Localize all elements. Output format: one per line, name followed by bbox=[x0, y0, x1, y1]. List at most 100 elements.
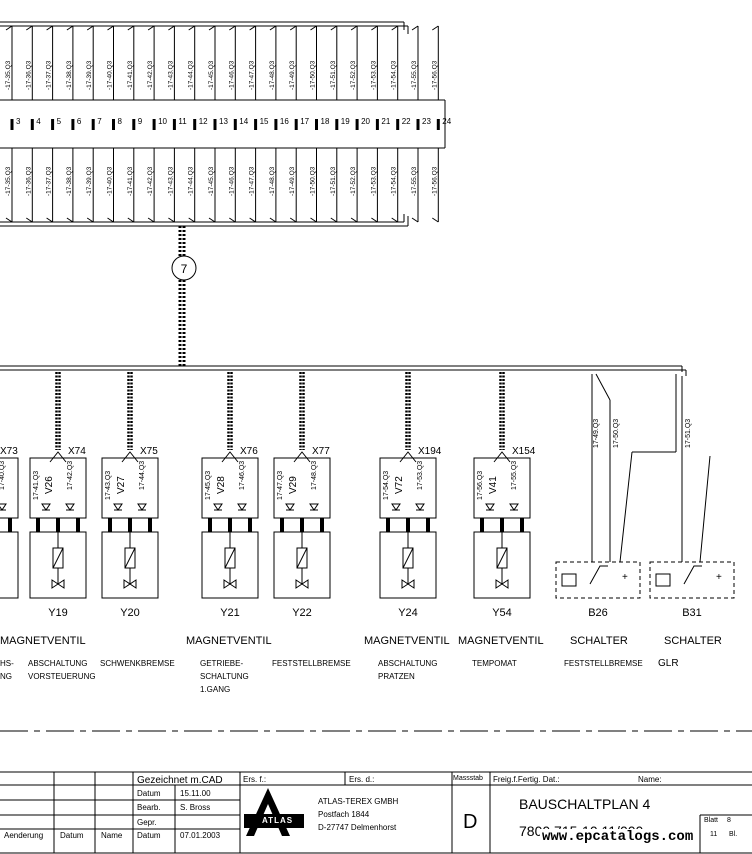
wire-label-top-21: -17-53.Q3 bbox=[370, 60, 377, 90]
diode-icon bbox=[415, 503, 425, 511]
terminal-10 bbox=[152, 119, 156, 130]
terminal-16 bbox=[274, 119, 278, 130]
wire-label-top-20: -17-52.Q3 bbox=[350, 60, 357, 90]
wire-label-top-22: -17-54.Q3 bbox=[391, 60, 398, 90]
terminal-number-8: 8 bbox=[118, 117, 123, 126]
name3-label: Name bbox=[101, 831, 123, 840]
valve-description: ABSCHALTUNG bbox=[378, 659, 437, 668]
bearb-label: Bearb. bbox=[137, 803, 161, 812]
valve-icon bbox=[295, 579, 309, 589]
wire-6: 6 -17-38.Q3 -17-38.Q3 bbox=[66, 25, 82, 223]
watermark: www.epcatalogs.com bbox=[540, 829, 696, 845]
wire-label-bottom-11: -17-43.Q3 bbox=[167, 166, 174, 196]
wire-label-bottom-17: -17-49.Q3 bbox=[289, 166, 296, 196]
diode-icon bbox=[391, 503, 401, 511]
wire-11: 11-17-43.Q3-17-43.Q3 bbox=[167, 25, 187, 223]
terminal-number-14: 14 bbox=[239, 117, 248, 126]
diode-icon bbox=[237, 503, 247, 511]
valve-icon bbox=[51, 579, 65, 589]
wire-label-bottom-6: -17-38.Q3 bbox=[66, 166, 73, 196]
wire-label-top-7: -17-39.Q3 bbox=[86, 60, 93, 90]
wire-label-bottom-4: -17-36.Q3 bbox=[25, 166, 32, 196]
diode-label-V26: V26 bbox=[44, 476, 55, 494]
valve-description: 1.GANG bbox=[200, 685, 230, 694]
cable-number: 7 bbox=[181, 262, 188, 276]
bearb-value: S. Bross bbox=[180, 803, 211, 812]
connector-label-X74: X74 bbox=[68, 446, 86, 457]
diode-label-V72: V72 bbox=[394, 476, 405, 494]
wire-label-bottom-13: -17-45.Q3 bbox=[208, 166, 215, 196]
wire-17: 17-17-49.Q3-17-49.Q3 bbox=[289, 25, 310, 223]
terminal-number-23: 23 bbox=[422, 117, 431, 126]
terminal-number-18: 18 bbox=[321, 117, 330, 126]
wire-label-bottom-24: -17-56.Q3 bbox=[431, 166, 438, 196]
valve-type-label: MAGNETVENTIL bbox=[186, 635, 272, 647]
terminal-number-4: 4 bbox=[36, 117, 41, 126]
valve-description: HS- bbox=[0, 659, 14, 668]
pin-wire-label: 17-43.Q3 bbox=[105, 471, 112, 500]
terminal-number-5: 5 bbox=[57, 117, 62, 126]
wire-label-top-19: -17-51.Q3 bbox=[330, 60, 337, 90]
company-line-3: D-27747 Delmenhorst bbox=[318, 823, 397, 832]
terminal-number-17: 17 bbox=[300, 117, 309, 126]
terminal-19 bbox=[335, 119, 339, 130]
wire-9: 9-17-41.Q3-17-41.Q3 bbox=[127, 25, 143, 223]
wire-14: 14-17-46.Q3-17-46.Q3 bbox=[228, 25, 249, 223]
valve-code-Y24: Y24 bbox=[398, 607, 418, 619]
logo-text: ATLAS bbox=[262, 816, 294, 825]
switch-code-B26: B26 bbox=[588, 607, 608, 619]
valve-description: TEMPOMAT bbox=[472, 659, 517, 668]
atlas-logo bbox=[244, 788, 304, 836]
switch-description: GLR bbox=[658, 658, 679, 669]
valve-description: ABSCHALTUNG bbox=[28, 659, 87, 668]
wire-label-top-8: -17-40.Q3 bbox=[107, 60, 114, 90]
wire-10: 10-17-42.Q3-17-42.Q3 bbox=[147, 25, 168, 223]
freig-label: Freig.f.Fertig. Dat.: bbox=[493, 775, 560, 784]
valve-description: VORSTEUERUNG bbox=[28, 672, 96, 681]
terminal-8 bbox=[112, 119, 115, 130]
wire-16: 16-17-48.Q3-17-48.Q3 bbox=[269, 25, 289, 223]
pin-wire-label: 17-53.Q3 bbox=[417, 461, 424, 490]
wire-13: 13-17-45.Q3-17-45.Q3 bbox=[208, 25, 228, 223]
gepr-label: Gepr. bbox=[137, 818, 157, 827]
connector-label-X73: X73 bbox=[0, 446, 18, 457]
wire-18: 18-17-50.Q3-17-50.Q3 bbox=[310, 25, 330, 223]
wire-label-bottom-5: -17-37.Q3 bbox=[46, 166, 53, 196]
terminal-number-6: 6 bbox=[77, 117, 82, 126]
diode-icon bbox=[213, 503, 223, 511]
switch-type-label: SCHALTER bbox=[570, 635, 628, 647]
wire-label-top-12: -17-44.Q3 bbox=[188, 60, 195, 90]
pin-wire-label: 17-44.Q3 bbox=[139, 461, 146, 490]
wire-label-bottom-7: -17-39.Q3 bbox=[86, 166, 93, 196]
pin-wire-label: 17-40.Q3 bbox=[0, 461, 6, 490]
wire-24: 24-17-56.Q3-17-56.Q3 bbox=[431, 25, 452, 223]
wire-label-top-6: -17-38.Q3 bbox=[66, 60, 73, 90]
wire-label-bottom-22: -17-54.Q3 bbox=[391, 166, 398, 196]
wire-label-top-18: -17-50.Q3 bbox=[310, 60, 317, 90]
terminal-4 bbox=[30, 119, 34, 130]
terminal-number-19: 19 bbox=[341, 117, 350, 126]
diode-label-V28: V28 bbox=[216, 476, 227, 494]
terminal-20 bbox=[355, 119, 359, 130]
terminal-24 bbox=[436, 119, 440, 130]
wire-3: 3-17-35.Q3-17-35.Q3 bbox=[5, 25, 21, 223]
connector-label-X76: X76 bbox=[240, 446, 258, 457]
scale-value: D bbox=[463, 811, 478, 833]
diode-icon bbox=[309, 503, 319, 511]
diode-icon bbox=[0, 503, 7, 511]
datum3-label: Datum bbox=[60, 831, 84, 840]
wire-4: 4-17-36.Q3-17-36.Q3 bbox=[25, 25, 41, 223]
drawn-label: Gezeichnet m.CAD bbox=[137, 775, 223, 786]
wire-20: 20-17-52.Q3-17-52.Q3 bbox=[350, 25, 371, 223]
ers-f-label: Ers. f.: bbox=[243, 775, 267, 784]
wire-label-top-9: -17-41.Q3 bbox=[127, 60, 134, 90]
valve-description: GETRIEBE- bbox=[200, 659, 243, 668]
terminal-3 bbox=[10, 119, 14, 130]
bl-value: 11 bbox=[710, 831, 718, 838]
